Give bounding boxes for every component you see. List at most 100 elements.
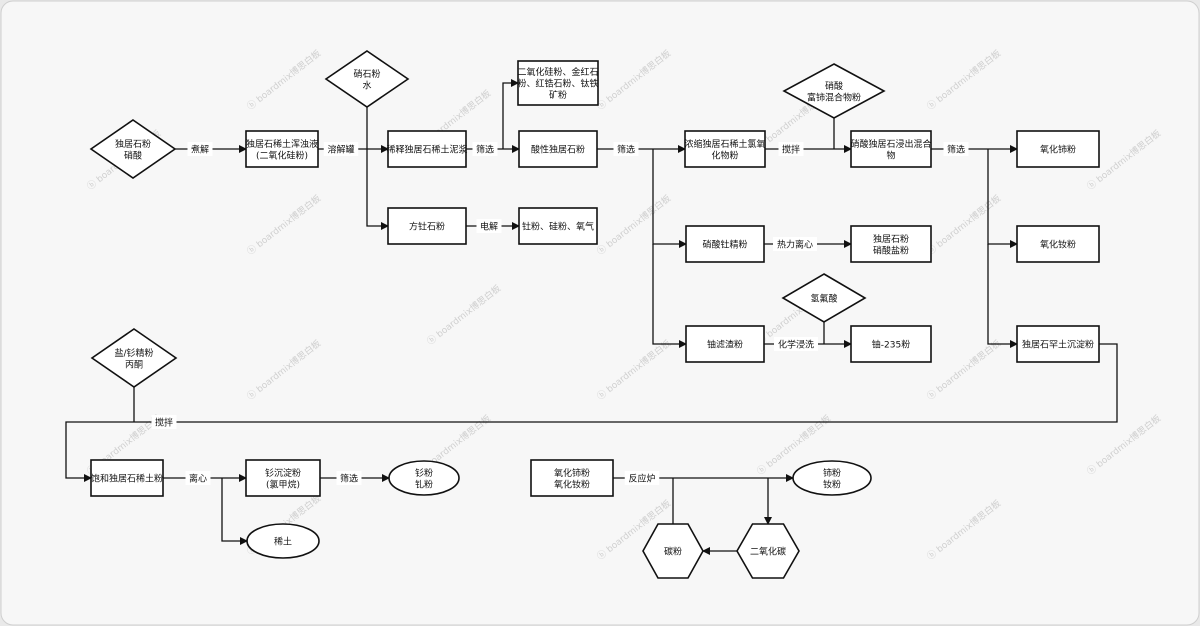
node-label: 铀-235粉 [872,339,910,351]
node-label: 钕粉 [823,478,841,490]
node-label: 盐/钐精粉 [114,347,153,359]
node-label: 矿粉 [549,89,567,101]
node-label: 独居石粉 [115,138,151,150]
node-label: 氢氟酸 [810,293,837,305]
node-box [245,130,319,168]
edge-label-screen3: 筛选 [947,144,965,156]
node-label: 二氧化硅粉、金红石 [517,66,598,78]
node-label: 钐粉 [415,467,433,479]
edge-label-electrolysis: 电解 [480,221,498,233]
node-label: 丙酮 [125,359,143,370]
node-label: 氧化铈粉 [1040,144,1076,156]
node-elec-products[interactable]: 钍粉、硅粉、氧气 [518,207,598,245]
node-dilute-slurry[interactable]: 稀释独居石稀土泥浆 [386,130,468,168]
node-diamond [324,50,410,108]
node-ellipse [388,460,460,496]
node-box [850,325,932,363]
edge-label-dissolve: 溶解罐 [327,144,354,156]
edge-label-stir2: 搅拌 [155,417,173,429]
edge-label-bg [185,471,211,485]
edge-precip-loop [65,343,1118,482]
node-uranium235[interactable]: 铀-235粉 [850,325,932,363]
edge-screen3-to-precip [987,244,1018,348]
node-neodymium-oxide[interactable]: 氧化钕粉 [1016,225,1100,263]
node-label: 氧化铈粉 [554,467,590,479]
node-label: 钆粉 [415,478,433,490]
edge-label-bg [472,142,498,156]
node-label: 硝酸 [825,80,843,92]
edge-label-centrifuge: 离心 [189,473,207,485]
node-label: 稀释独居石稀土泥浆 [386,144,467,156]
node-fangzhu[interactable]: 方钍石粉 [387,207,467,245]
node-ellipse [246,523,320,559]
edge-screen2-to-uranium [652,244,687,348]
node-box [1016,325,1100,363]
node-label: 硝酸 [124,149,142,161]
edge-label-bg [778,142,804,156]
node-label: 硝石粉 [353,68,380,80]
node-label: 物 [886,149,895,161]
node-label: 硝酸盐粉 [873,244,909,256]
node-boil-liquid[interactable]: 独居石稀土浑浊液(二氧化硅粉) [245,130,319,168]
node-rare-precip[interactable]: 独居石罕土沉淀粉 [1016,325,1100,363]
edge-label-screen2: 筛选 [617,144,635,156]
node-rare-earth[interactable]: 稀土 [246,523,320,559]
edge-label-thermal: 热力离心 [777,239,813,251]
edge-label-bg [323,142,359,156]
node-label: 氧化钕粉 [1040,239,1076,251]
node-hf-input[interactable]: 氢氟酸 [781,273,867,323]
node-box [685,325,765,363]
node-box [387,130,467,168]
node-label: 二氧化碳 [750,546,786,558]
node-label: 水 [362,79,371,91]
node-label: 饱和独居石稀土粉 [91,473,163,485]
node-label: 独居石粉 [873,233,909,245]
node-label: 独居石罕土沉淀粉 [1022,339,1094,351]
nodes-layer: 独居石粉硝酸独居石稀土浑浊液(二氧化硅粉)硝石粉水稀释独居石稀土泥浆二氧化硅粉、… [89,50,1100,579]
edge-label-bg [624,471,660,485]
edge-label-bg [476,219,502,233]
node-label: 方钍石粉 [409,221,445,233]
node-sm-precip[interactable]: 钐沉淀粉(氯甲烷) [245,459,321,497]
node-saturated[interactable]: 饱和独居石稀土粉 [90,459,164,497]
node-label: 化物粉 [711,149,738,161]
node-label: 碳粉 [664,546,682,558]
node-co2[interactable]: 二氧化碳 [736,523,800,579]
edge-label-chem-leach: 化学浸洗 [778,339,814,351]
edge-labels-layer: 煮解溶解罐筛选筛选电解搅拌筛选热力离心化学浸洗搅拌离心筛选反应炉 [151,142,969,485]
node-label: 酸性独居石粉 [531,144,585,156]
node-box [1016,130,1100,168]
edge-label-bg [613,142,639,156]
node-uranium-slag[interactable]: 铀滤渣粉 [685,325,765,363]
node-acid-mona[interactable]: 酸性独居石粉 [518,130,598,168]
node-label: 独居石稀土浑浊液 [246,138,318,150]
edge-label-stir1: 搅拌 [782,144,800,156]
node-th-nitrate[interactable]: 硝酸钍精粉 [685,225,765,263]
node-box [387,207,467,245]
edge-label-bg [943,142,969,156]
node-carbon[interactable]: 碳粉 [642,523,704,579]
edge-label-screen1: 筛选 [476,144,494,156]
node-label: 富铈混合物粉 [807,91,861,103]
node-box [850,130,932,168]
node-label: 氧化钕粉 [554,478,590,490]
node-label: 钍粉、硅粉、氧气 [522,221,594,233]
node-box [90,459,164,497]
node-label: 硝酸钍精粉 [702,239,747,251]
node-diamond [89,119,177,179]
edge-dissolve-to-fangzhu [366,149,389,230]
node-box [245,459,321,497]
node-cerium-oxide[interactable]: 氧化铈粉 [1016,130,1100,168]
